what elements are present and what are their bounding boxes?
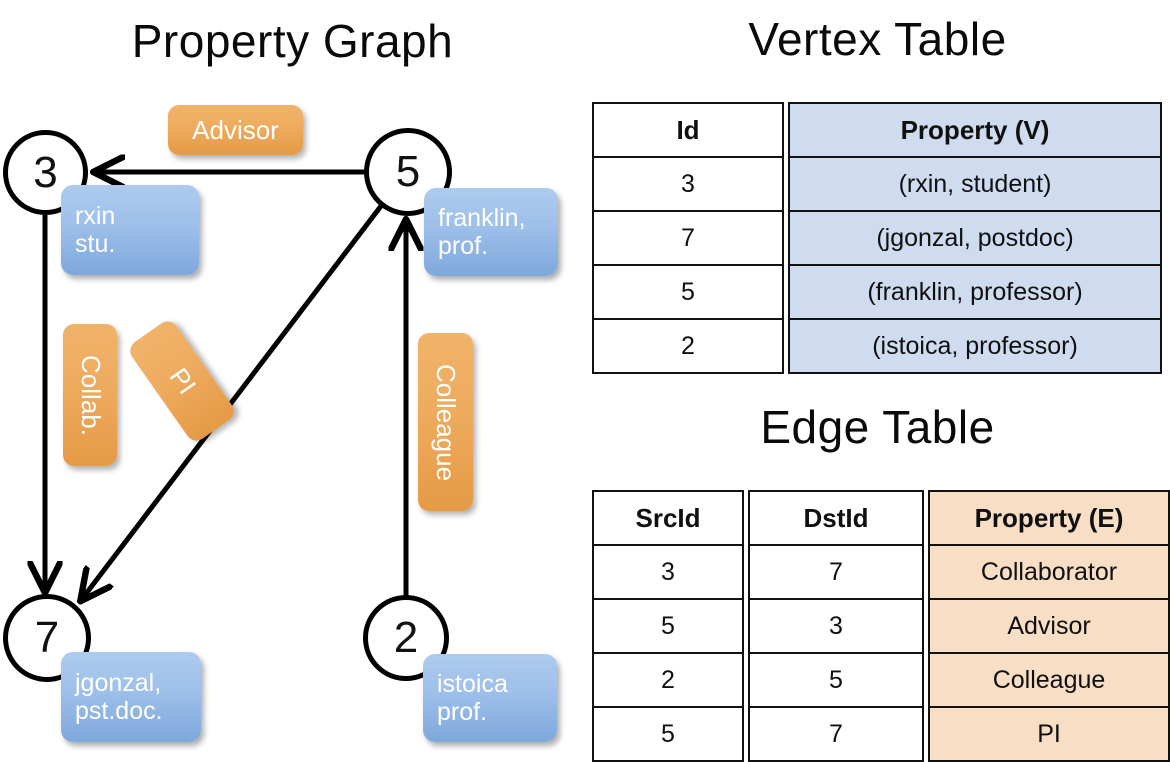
edge-label-colleague-text: Colleague bbox=[431, 363, 461, 481]
edge-table-col-srcid: SrcId 3 5 2 5 bbox=[592, 490, 744, 762]
graph-node-2[interactable]: 2 bbox=[363, 595, 449, 681]
edge-table-row-2-srcid: 2 bbox=[592, 654, 744, 708]
graph-node-3-property-line1: rxin bbox=[75, 202, 116, 230]
edge-label-pi-text: PI bbox=[163, 362, 202, 400]
edge-label-collab-text: Collab. bbox=[75, 354, 106, 436]
edge-table-header-dstid: DstId bbox=[748, 490, 924, 546]
vertex-table-header-id: Id bbox=[592, 102, 784, 158]
graph-node-3-property-box: rxin stu. bbox=[61, 185, 199, 275]
edge-table-row-3-dstid: 7 bbox=[748, 708, 924, 762]
graph-node-3-property-line2: stu. bbox=[75, 230, 116, 258]
graph-node-3-label: 3 bbox=[33, 147, 58, 197]
vertex-table-row-0-property: (rxin, student) bbox=[788, 158, 1162, 212]
vertex-table: Id 3 7 5 2 Property (V) (rxin, student) … bbox=[592, 102, 1162, 374]
edge-5-to-7 bbox=[82, 204, 383, 599]
graph-node-5-label: 5 bbox=[395, 147, 421, 196]
vertex-table-row-1-property: (jgonzal, postdoc) bbox=[788, 212, 1162, 266]
edge-table-row-0-dstid: 7 bbox=[748, 546, 924, 600]
vertex-table-row-2-id: 5 bbox=[592, 266, 784, 320]
edge-label-colleague: Colleague bbox=[418, 333, 473, 511]
graph-node-5-property-box: franklin, prof. bbox=[424, 188, 558, 276]
edge-table-col-dstid: DstId 7 3 5 7 bbox=[748, 490, 924, 762]
edge-table-row-3-srcid: 5 bbox=[592, 708, 744, 762]
graph-node-7-property-line1: jgonzal, bbox=[75, 669, 162, 697]
graph-node-5-property-line1: franklin, bbox=[438, 204, 526, 232]
vertex-table-row-0-id: 3 bbox=[592, 158, 784, 212]
edge-table-row-2-dstid: 5 bbox=[748, 654, 924, 708]
vertex-table-row-3-id: 2 bbox=[592, 320, 784, 374]
graph-node-2-property-box: istoica prof. bbox=[423, 654, 557, 742]
page-title-edge-table: Edge Table bbox=[760, 401, 995, 453]
vertex-table-row-3-property: (istoica, professor) bbox=[788, 320, 1162, 374]
edge-table: SrcId 3 5 2 5 DstId 7 3 5 7 Property (E)… bbox=[592, 490, 1170, 762]
edge-label-collab: Collab. bbox=[63, 324, 117, 466]
graph-node-5[interactable]: 5 bbox=[364, 128, 452, 216]
graph-node-5-property-line2: prof. bbox=[438, 232, 489, 260]
edge-table-col-property: Property (E) Collaborator Advisor Collea… bbox=[928, 490, 1170, 762]
page-title-property-graph: Property Graph bbox=[131, 15, 454, 67]
edge-table-row-2-property: Colleague bbox=[928, 654, 1170, 708]
edge-label-advisor: Advisor bbox=[168, 105, 303, 155]
graph-node-2-property-line1: istoica bbox=[437, 670, 508, 698]
vertex-table-col-id: Id 3 7 5 2 bbox=[592, 102, 784, 374]
vertex-table-row-1-id: 7 bbox=[592, 212, 784, 266]
graph-node-7-property-line2: pst.doc. bbox=[75, 697, 163, 725]
edge-table-row-1-srcid: 5 bbox=[592, 600, 744, 654]
edge-label-advisor-text: Advisor bbox=[192, 114, 279, 145]
edge-table-row-0-property: Collaborator bbox=[928, 546, 1170, 600]
graph-edges-svg bbox=[0, 0, 585, 760]
graph-node-2-label: 2 bbox=[393, 613, 419, 662]
edge-table-row-1-property: Advisor bbox=[928, 600, 1170, 654]
edge-table-header-property: Property (E) bbox=[928, 490, 1170, 546]
graph-node-7-label: 7 bbox=[34, 613, 60, 662]
vertex-table-col-property: Property (V) (rxin, student) (jgonzal, p… bbox=[788, 102, 1162, 374]
edge-table-row-3-property: PI bbox=[928, 708, 1170, 762]
property-graph-diagram: 3 rxin stu. 5 franklin, prof. 7 jgonzal,… bbox=[0, 0, 585, 760]
vertex-table-row-2-property: (franklin, professor) bbox=[788, 266, 1162, 320]
graph-node-2-property-line2: prof. bbox=[437, 698, 488, 726]
vertex-table-header-property: Property (V) bbox=[788, 102, 1162, 158]
edge-table-row-0-srcid: 3 bbox=[592, 546, 744, 600]
graph-node-7-property-box: jgonzal, pst.doc. bbox=[61, 652, 201, 742]
edge-table-row-1-dstid: 3 bbox=[748, 600, 924, 654]
page-title-vertex-table: Vertex Table bbox=[748, 13, 1007, 65]
edge-table-header-srcid: SrcId bbox=[592, 490, 744, 546]
